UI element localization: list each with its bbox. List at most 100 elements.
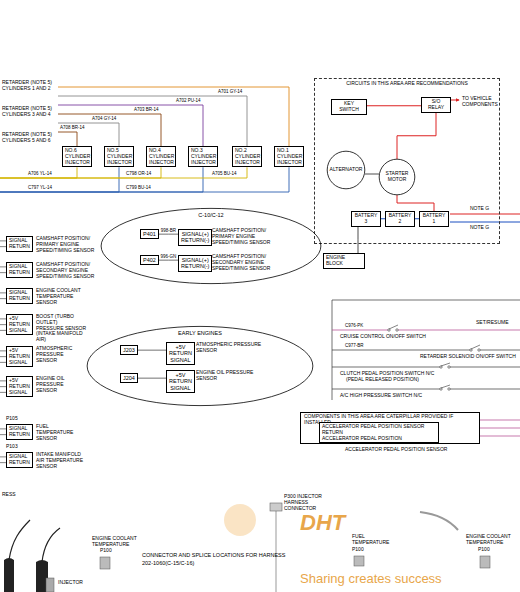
harness-caption: 202-1060(C-15/C-16) (142, 560, 194, 566)
watermark-logo (224, 504, 256, 536)
plug-wire (9, 520, 60, 562)
node-text: BATTERY 3 (354, 213, 378, 225)
outline (379, 159, 415, 195)
pin-box: +5VRETURNSIGNAL (6, 314, 33, 335)
key-switch: KEY SWITCH (331, 99, 367, 115)
switch-contact (448, 388, 450, 390)
node-text: P402 (143, 257, 156, 263)
wire-connector (365, 174, 379, 175)
pin-box: +5VRETURNSIGNAL (166, 370, 195, 393)
note-text: CYLINDERS 1 AND 2 (2, 86, 51, 92)
sensor-name: ENGINE OIL PRESSURE SENSOR (36, 376, 84, 393)
watermark: Sharing creates success (300, 572, 442, 587)
provided-area: COMPONENTS IN THIS AREA ARE CATERPILLAR … (300, 412, 480, 444)
injector-wire (0, 167, 161, 178)
injector-box: NO.3 CYLINDER INJECTOR (188, 146, 218, 167)
switch-contact (388, 329, 390, 331)
pedal-wire (480, 420, 520, 436)
battery-box: BATTERY 3 (351, 211, 381, 227)
wire-label: A708 BR-14 (60, 125, 85, 130)
wire-label: C977-BR (345, 343, 364, 348)
node-text: NO.1 CYLINDER INJECTOR (277, 148, 301, 165)
sensor-name: ACCELERATOR PEDAL POSITION SENSOR (345, 447, 447, 453)
sensor-name: FUEL TEMPERATURE SENSOR (36, 424, 86, 441)
connector-id: P100 (352, 547, 364, 553)
node-text: EARLY ENGINES (86, 330, 314, 336)
wire-connector (358, 227, 359, 254)
outline (327, 151, 365, 189)
harness-connector (270, 503, 282, 511)
sensor-name: CAMSHAFT POSITION/ PRIMARY ENGINE SPEED/… (212, 228, 286, 245)
node-text: +5V (169, 372, 192, 378)
node-text: NO.5 CYLINDER INJECTOR (107, 148, 131, 165)
pin-box: SIGNALRETURN (6, 424, 33, 440)
switch-name: (PEDAL RELEASED POSITION) (346, 377, 419, 383)
sensor-name: ENGINE COOLANT TEMPERATURE (466, 534, 516, 546)
injector-box: NO.2 CYLINDER INJECTOR (232, 146, 262, 167)
injector-wire (58, 114, 161, 146)
pin-box: SIGNAL(+)RETURN(-) (178, 229, 212, 246)
pin-box: +5VRETURNSIGNAL (166, 342, 195, 365)
sensor-name: CAMSHAFT POSITION/ SECONDARY ENGINE SPEE… (212, 254, 286, 271)
connector-id: P100 (478, 547, 490, 553)
battery-wire (450, 222, 520, 223)
injector-wire (0, 167, 247, 178)
outline (87, 326, 313, 405)
note-text: RETARDER (NOTE 5) (2, 106, 52, 112)
wire-label: A702 PU-14 (176, 98, 201, 103)
wire-label: C799 BU-14 (126, 185, 151, 190)
sensor-name: FUEL TEMPERATURE (352, 534, 396, 546)
node-text: J203 (123, 347, 135, 353)
node-text: SIGNAL (169, 385, 192, 391)
node-text: ENGINE BLOCK (326, 255, 362, 267)
node-text: SIGNAL (9, 328, 30, 334)
injector-box: NO.1 CYLINDER INJECTOR (274, 146, 304, 167)
note-text: CYLINDERS 5 AND 6 (2, 138, 51, 144)
node-text: STARTER MOTOR (379, 171, 415, 183)
sensor-name: ENGINE COOLANT TEMPERATURE SENSOR (36, 288, 86, 305)
node-text: BATTERY 1 (422, 213, 446, 225)
relay-box: S/O RELAY (421, 97, 451, 113)
engine-group: EARLY ENGINESJ203+5VRETURNSIGNALJ204+5VR… (86, 326, 314, 406)
wire-label: A703 BR-14 (134, 107, 159, 112)
connector-box: J204 (120, 373, 138, 383)
starter-symbol: STARTER MOTOR (379, 159, 415, 195)
node-text: NO.4 CYLINDER INJECTOR (149, 148, 173, 165)
switch-contact (448, 366, 450, 368)
injector-wire (58, 96, 247, 146)
node-text: C-10/C-12 (100, 212, 322, 218)
pin-box: SIGNAL(+)RETURN(-) (178, 255, 212, 272)
battery-wire (450, 214, 520, 215)
node-text: RETURN(-) (181, 263, 209, 269)
injector-icon (46, 578, 54, 592)
wire-connector (367, 105, 421, 106)
injector-wire (58, 132, 77, 146)
switch-contact (440, 366, 442, 368)
switch-name: SET/RESUME (476, 320, 509, 326)
alternator-symbol: ALTERNATOR (327, 151, 365, 189)
sensor-name: ATMOSPHERIC PRESSURE SENSOR (196, 342, 262, 354)
pin-box: SIGNALRETURN (6, 262, 33, 278)
wire-connector (159, 260, 178, 261)
sensor-name: INTAKE MANIFOLD AIR TEMPERATURE SENSOR (36, 452, 86, 469)
switch-name: A/C HIGH PRESSURE SWITCH N/C (340, 393, 422, 399)
harness-caption: CONNECTOR AND SPLICE LOCATIONS FOR HARNE… (142, 552, 285, 558)
injector-wire (58, 105, 203, 146)
node-text: SIGNAL (169, 357, 192, 363)
node-text: S/O RELAY (424, 99, 448, 111)
wire-connector (138, 350, 166, 351)
node-text: CIRCUITS IN THIS AREA ARE RECOMMENDATION… (317, 81, 497, 87)
sensor-name: ENGINE OIL PRESSURE SENSOR (196, 370, 262, 382)
pin-box: SIGNALRETURN (6, 288, 33, 304)
node-text: SIGNAL (9, 360, 30, 366)
battery-box: BATTERY 1 (419, 211, 449, 227)
node-text: RETURN (169, 350, 192, 356)
switch-name: CRUISE CONTROL ON/OFF SWITCH (340, 334, 426, 340)
injector-box: NO.4 CYLINDER INJECTOR (146, 146, 176, 167)
connector-id: P105 (6, 416, 18, 422)
node-text: RETURN (9, 270, 30, 276)
wire-connector (159, 234, 178, 235)
note-ref: NOTE G (470, 225, 489, 231)
node-text: SIGNAL (9, 390, 30, 396)
